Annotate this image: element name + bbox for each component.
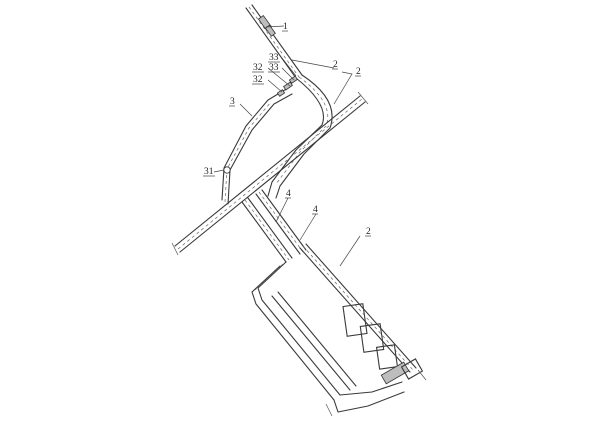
lower-working-area bbox=[251, 243, 427, 417]
label-31: 31 bbox=[204, 167, 214, 177]
label-2-top: 2 bbox=[333, 60, 338, 70]
label-33-lower: 33 bbox=[269, 63, 279, 73]
label-1: 1 bbox=[283, 22, 288, 32]
main-diagonal-roadway bbox=[171, 91, 369, 256]
label-33-upper: 33 bbox=[269, 53, 279, 63]
label-2-right: 2 bbox=[356, 67, 361, 77]
label-3: 3 bbox=[230, 97, 235, 107]
inclined-shaft-top bbox=[245, 4, 303, 79]
label-2-lower: 2 bbox=[366, 227, 371, 237]
curved-roadway bbox=[267, 74, 333, 199]
parallel-roadways bbox=[241, 189, 307, 263]
label-32-upper: 32 bbox=[253, 63, 263, 73]
loop-junction-node bbox=[223, 166, 231, 174]
leader-lines bbox=[213, 25, 361, 267]
callout-labels: 1 2 2 33 32 33 32 3 31 4 4 2 bbox=[203, 22, 371, 237]
label-4-lower: 4 bbox=[313, 205, 318, 215]
loop-roadway bbox=[221, 75, 298, 205]
label-32-lower: 32 bbox=[253, 75, 263, 85]
label-4-upper: 4 bbox=[286, 189, 291, 199]
